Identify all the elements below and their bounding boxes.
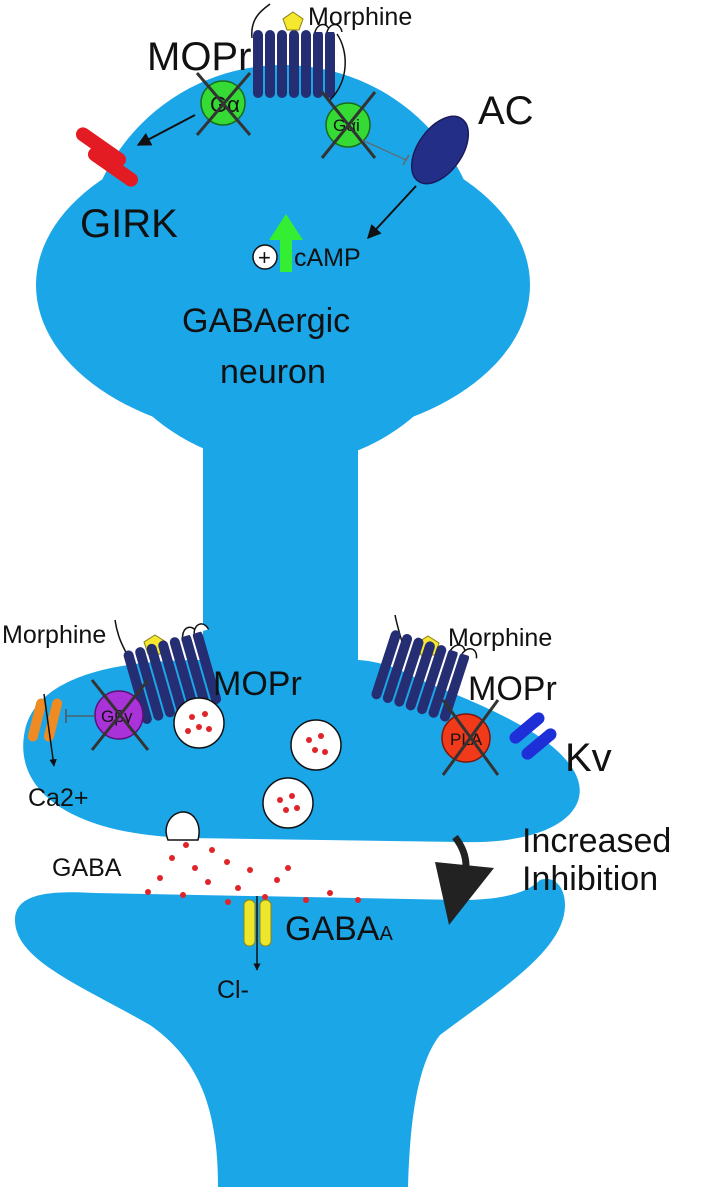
effect-label-line2: Inhibition — [522, 860, 658, 898]
gaba-label: GABA — [52, 854, 122, 882]
camp-label: cAMP — [294, 244, 361, 272]
g-alpha-protein: Gα — [195, 72, 252, 136]
synaptic-vesicle — [262, 777, 314, 829]
g-alpha-to-girk-arrow — [136, 114, 196, 146]
chloride-label: Cl- — [217, 976, 249, 1004]
soma-mopr-label: MOPr — [147, 35, 251, 79]
calcium-label: Ca2+ — [28, 784, 88, 812]
ac-to-camp-arrow — [367, 185, 417, 240]
plus-circle — [252, 244, 278, 270]
girk-label: GIRK — [80, 202, 178, 246]
gaba-molecules — [145, 842, 361, 905]
pla-enzyme: PLA — [441, 699, 500, 776]
synaptic-vesicle — [173, 697, 225, 749]
vesicle-fusion — [165, 811, 200, 841]
g-beta-gamma-protein: Gβγ — [65, 679, 150, 751]
increased-inhibition-arrow — [452, 834, 470, 867]
effect-label-line1: Increased — [522, 822, 671, 860]
neuron-label-line1: GABAergic — [182, 302, 350, 340]
girk-channel — [75, 127, 139, 187]
right-morphine-label: Morphine — [448, 624, 552, 652]
gabaergic-neuron-shape — [15, 65, 580, 1187]
kv-channel — [509, 712, 557, 760]
calcium-channel — [27, 693, 63, 767]
plus-sign: + — [258, 245, 271, 270]
soma-mopr-receptor — [251, 3, 346, 101]
gaba-a-label-sub: A — [379, 923, 393, 945]
synaptic-vesicle — [290, 719, 342, 771]
camp-up-arrow — [269, 214, 303, 272]
soma-morphine-molecule — [282, 11, 304, 31]
soma-morphine-label: Morphine — [308, 3, 412, 31]
left-mopr-label: MOPr — [213, 665, 302, 703]
g-alpha-i-protein: Gαi — [320, 91, 410, 166]
gaba-a-label: GABAA — [285, 910, 393, 948]
left-mopr-receptor — [114, 619, 222, 724]
left-morphine-label: Morphine — [2, 621, 106, 649]
gaba-a-label-main: GABA — [285, 910, 380, 948]
kv-label: Kv — [565, 736, 612, 780]
right-mopr-label: MOPr — [468, 670, 557, 708]
increased-inhibition-arrowhead — [435, 862, 494, 925]
adenylyl-cyclase — [410, 115, 470, 185]
ac-label: AC — [478, 89, 534, 133]
gaba-a-channel — [243, 896, 272, 971]
neuron-label-line2: neuron — [220, 353, 326, 391]
